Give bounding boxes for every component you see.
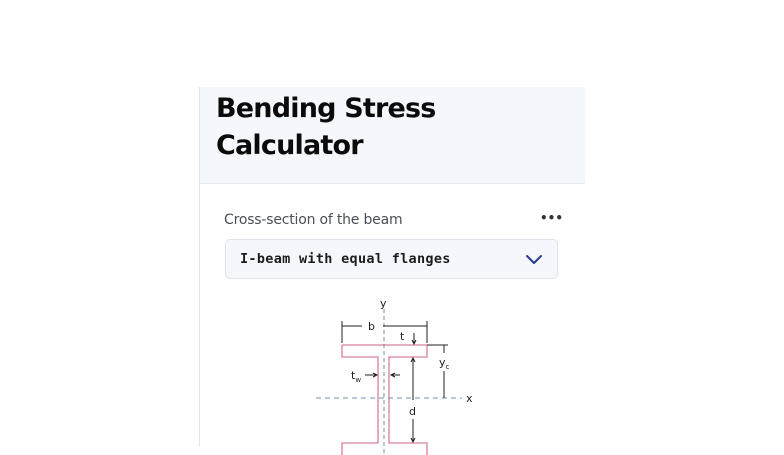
- centroid-yc-label: yc: [439, 356, 450, 371]
- title-line-2: Calculator: [216, 130, 364, 161]
- depth-d-label: d: [409, 405, 416, 418]
- width-b-label: b: [368, 320, 375, 333]
- calculator-header: Bending Stress Calculator: [200, 87, 585, 184]
- title-line-1: Bending Stress: [216, 93, 436, 124]
- chevron-down-icon: [526, 255, 542, 264]
- flange-thickness-t-label: t: [400, 330, 405, 343]
- cross-section-select[interactable]: I-beam with equal flanges: [225, 239, 558, 279]
- x-axis-label: x: [466, 392, 473, 405]
- more-options-icon[interactable]: •••: [540, 211, 564, 225]
- calculator-panel: Bending Stress Calculator Cross-section …: [199, 87, 585, 455]
- web-thickness-tw-label: tw: [351, 369, 361, 384]
- cross-section-label: Cross-section of the beam: [224, 212, 403, 228]
- cross-section-selected-value: I-beam with equal flanges: [240, 251, 451, 267]
- page-title: Bending Stress Calculator: [216, 90, 436, 164]
- i-beam-cross-section-diagram: y x b t yc: [316, 297, 473, 455]
- y-axis-label: y: [380, 297, 387, 310]
